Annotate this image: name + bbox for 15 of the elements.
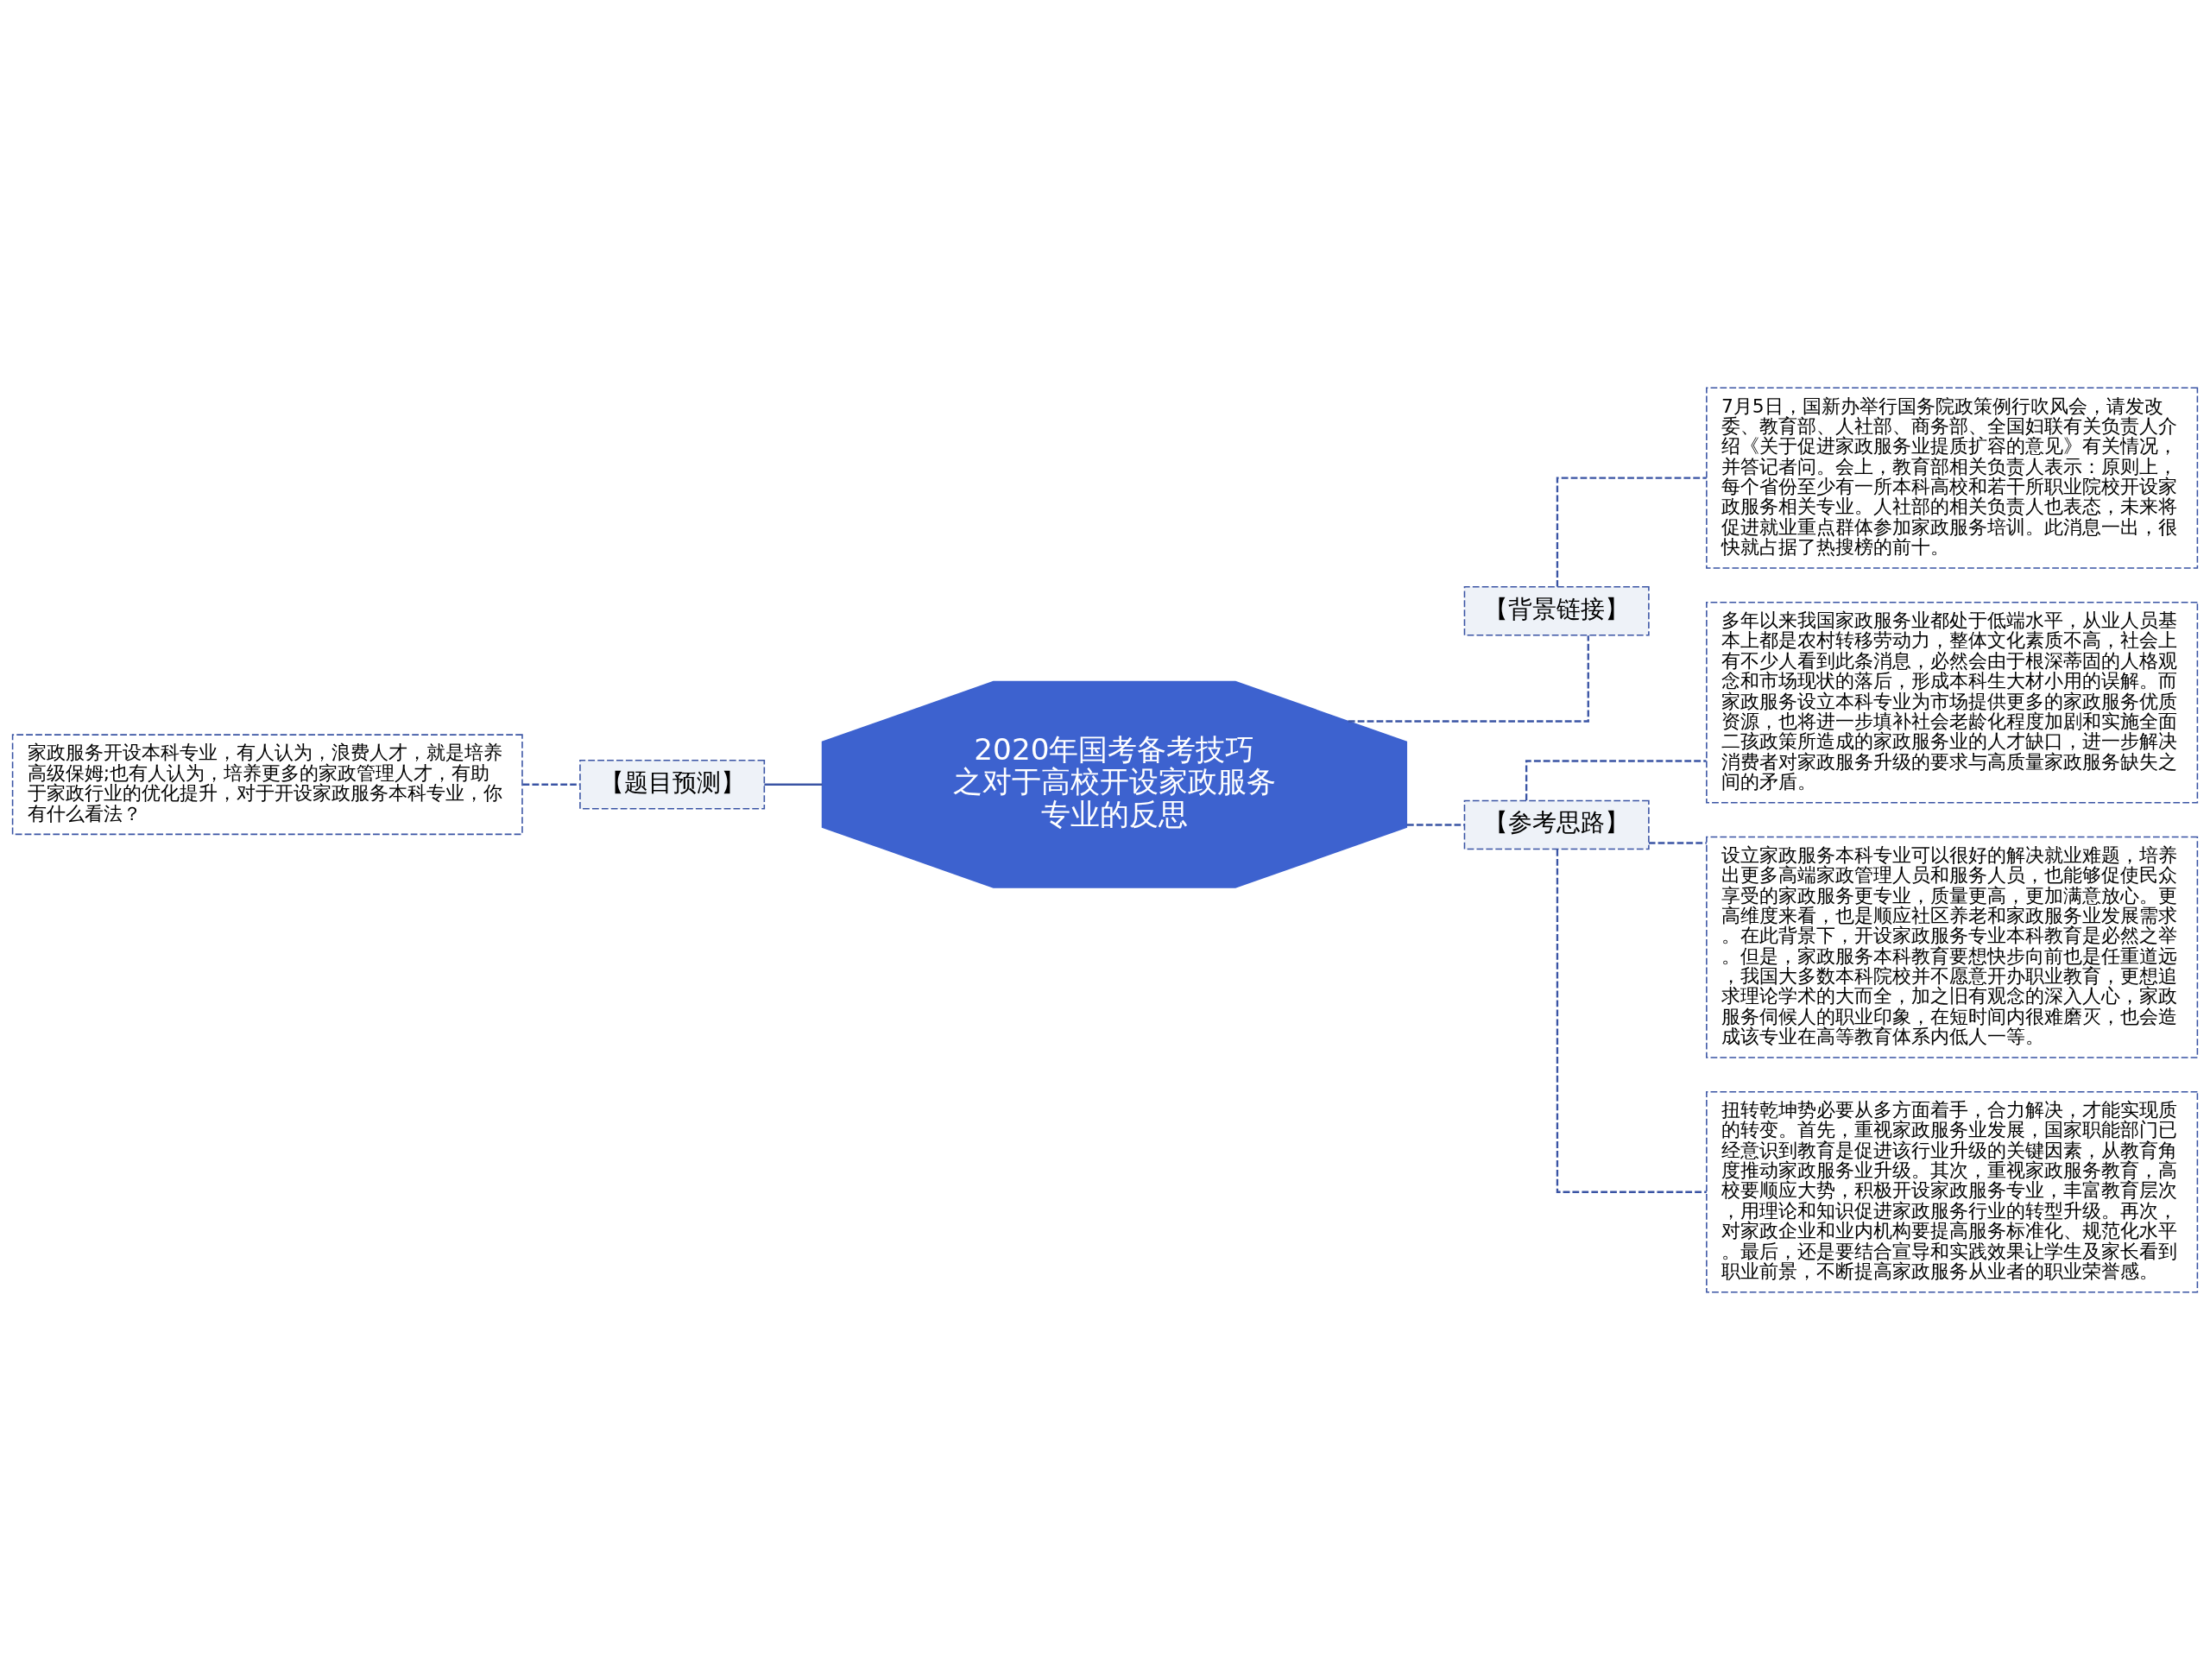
node-box: 【参考思路】 [1463,799,1650,850]
connector [1525,760,1707,801]
connector [1348,635,1589,723]
node-box: 【题目预测】 [579,759,766,810]
connector [1556,477,1707,587]
node-box: 家政服务开设本科专业，有人认为，浪费人才，就是培养高级保姆;也有人认为，培养更多的家政管理人才，有助于家政行业的优化提升，对于开设家政服务本科专业，你有什么看法？ [11,734,523,836]
node-box: 设立家政服务本科专业可以很好的解决就业难题，培养出更多高端家政管理人员和服务人员，也能够促使民众享受的家政服务更专业，质量更高，更加满意放心。更高维度来看，也是顺应社区养老和家政服务业发展需求。在此背景下，开设家政服务专业本科教育是必然之举。但是，家政服务本科教育要想快步向前也是任重道远，我国大多数本科院校并不愿意开办职业教育，更想追求理论学术的大而全，加之旧有观念的深入人心，家政服务伺候人的职业印象，在短时间内很难磨灭，也会造成该专业在高等教育体系内低人一等。 [1706,836,2199,1058]
connector [764,783,823,786]
connector [1648,842,1707,844]
node-box: 扭转乾坤势必要从多方面着手，合力解决，才能实现质的转变。首先，重视家政服务业发展，国家职能部门已经意识到教育是促进该行业升级的关键因素，从教育角度推动家政服务业升级。其次，重视家政服务教育，高校要顺应大势，积极开设家政服务专业，丰富教育层次，用理论和知识促进家政服务行业的转型升级。再次，对家政企业和业内机构要提高服务标准化、规范化水平。最后，还是要结合宣导和实践效果让学生及家长看到职业前景，不断提高家政服务从业者的职业荣誉感。 [1706,1090,2199,1293]
node-box: 多年以来我国家政服务业都处于低端水平，从业人员基本上都是农村转移劳动力，整体文化素质不高，社会上有不少人看到此条消息，必然会由于根深蒂固的人格观念和市场现状的落后，形成本科生大材小用的误解。而家政服务设立本科专业为市场提供更多的家政服务优质资源，也将进一步填补社会老龄化程度加剧和实施全面二孩政策所造成的家政服务业的人才缺口，进一步解决消费者对家政服务升级的要求与高质量家政服务缺失之间的矛盾。 [1706,601,2199,804]
node-box: 【背景链接】 [1463,586,1650,636]
node-box: 7月5日，国新办举行国务院政策例行吹风会，请发改委、教育部、人社部、商务部、全国妇联有关负责人介绍《关于促进家政服务业提质扩容的意见》有关情况，并答记者问。会上，教育部相关负责人表示：原则上，每个省份至少有一所本科高校和若干所职业院校开设家政服务相关专业。人社部的相关负责人也表态，未来将促进就业重点群体参加家政服务培训。此消息一出，很快就占据了热搜榜的前十。 [1706,387,2199,569]
connector [1406,824,1465,826]
connector [1556,849,1707,1193]
